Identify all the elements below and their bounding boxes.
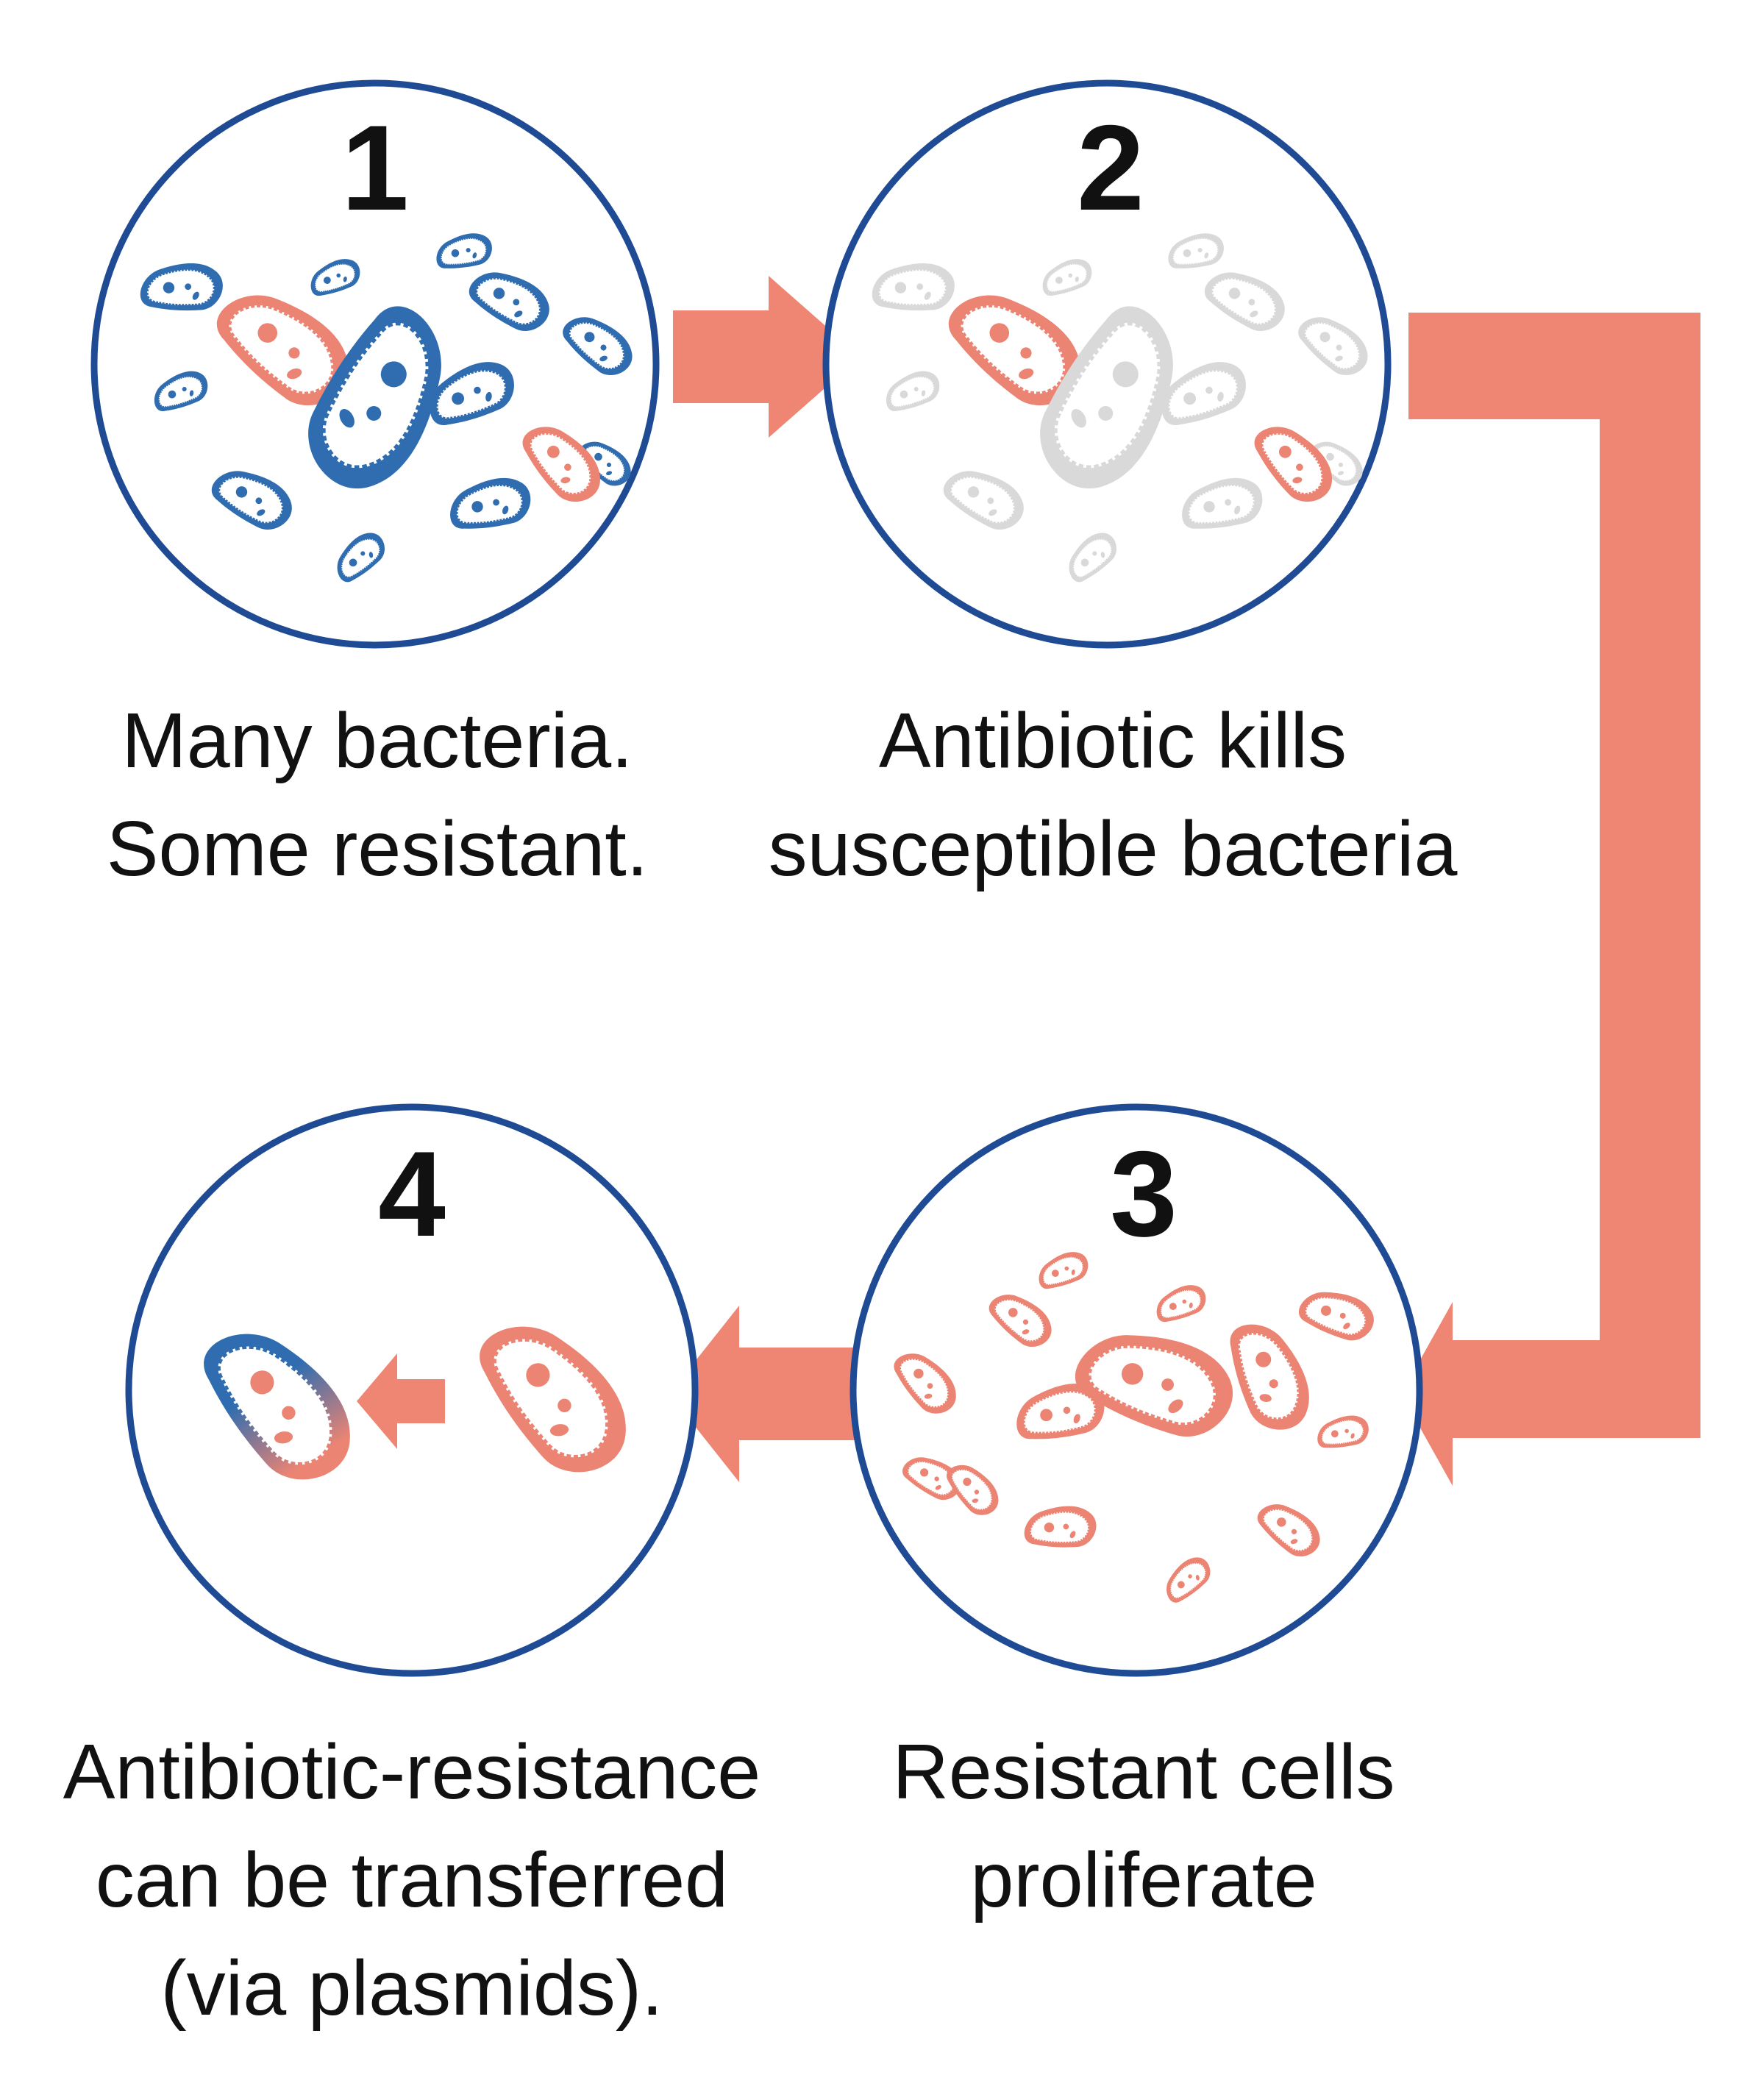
stage-3-number: 3 bbox=[1110, 1126, 1178, 1261]
stage-3-caption-line: Resistant cells bbox=[892, 1729, 1394, 1815]
stage-2-number: 2 bbox=[1077, 100, 1144, 235]
stage-1: 1 bbox=[90, 79, 660, 649]
stage-1-caption: Many bacteria. Some resistant. bbox=[107, 697, 648, 892]
plasmid-transfer-arrow bbox=[357, 1353, 445, 1449]
stage-3: 3 bbox=[849, 1103, 1423, 1677]
stage-1-caption-line: Some resistant. bbox=[107, 805, 648, 892]
stage-3-caption-line: proliferate bbox=[970, 1837, 1317, 1923]
arrow-1-to-2 bbox=[673, 276, 861, 438]
stage-1-caption-line: Many bacteria. bbox=[121, 697, 633, 784]
stage-4-caption-line: (via plasmids). bbox=[160, 1945, 663, 2032]
stage-1-number: 1 bbox=[341, 100, 409, 235]
stage-4-number: 4 bbox=[378, 1126, 446, 1261]
stage-2: 2 bbox=[822, 79, 1392, 649]
stage-2-caption-line: Antibiotic kills bbox=[879, 697, 1347, 784]
stage-2-caption: Antibiotic kills susceptible bacteria bbox=[769, 697, 1458, 892]
stage-4-caption: Antibiotic-resistance can be transferred… bbox=[63, 1729, 761, 2032]
arrow-3-to-4 bbox=[669, 1306, 857, 1482]
arrow-2-to-3 bbox=[1401, 313, 1700, 1486]
stage-4-caption-line: Antibiotic-resistance bbox=[63, 1729, 761, 1815]
stage-4-caption-line: can be transferred bbox=[96, 1837, 728, 1923]
stage-2-caption-line: susceptible bacteria bbox=[769, 805, 1458, 892]
recipient-bacterium bbox=[204, 1334, 350, 1480]
stage-3-caption: Resistant cells proliferate bbox=[892, 1729, 1394, 1923]
stage-4: 4 bbox=[125, 1103, 699, 1677]
